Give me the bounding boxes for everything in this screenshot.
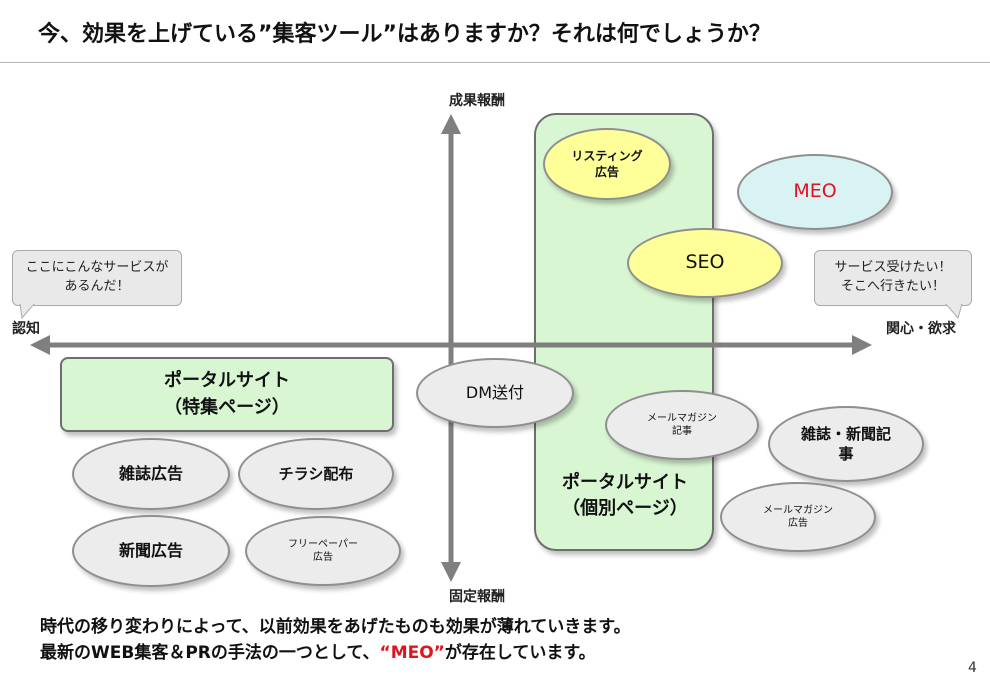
footer-line-2: 最新のWEB集客＆PRの手法の一つとして、“MEO”が存在しています。 <box>40 640 940 666</box>
footer-line-2-pre: 最新のWEB集客＆PRの手法の一つとして、 <box>40 643 380 664</box>
axis-label-right: 関心・欲求 <box>886 321 956 337</box>
magazine-ad-node: 雑誌広告 <box>72 438 230 510</box>
footer-text: 時代の移り変わりによって、以前効果をあげたものも効果が薄れていきます。 最新のW… <box>40 614 940 667</box>
speech-tail-left-icon <box>19 304 35 320</box>
speech-bubble-awareness: ここにこんなサービスが あるんだ！ <box>12 250 182 306</box>
flyer-node: チラシ配布 <box>238 438 394 510</box>
mail-magazine-article-node: メールマガジン 記事 <box>605 390 759 460</box>
portal-feature-box: ポータルサイト （特集ページ） <box>60 357 394 432</box>
footer-line-1: 時代の移り変わりによって、以前効果をあげたものも効果が薄れていきます。 <box>40 617 631 637</box>
arrow-right-icon <box>852 335 872 355</box>
footer-line-2-post: が存在しています。 <box>444 643 596 664</box>
arrow-up-icon <box>441 114 461 134</box>
page-title: 今、効果を上げている”集客ツール”はありますか？それは何でしょうか？ <box>38 22 771 47</box>
speech-bubble-desire: サービス受けたい！ そこへ行きたい！ <box>814 250 972 306</box>
mail-magazine-ad-node: メールマガジン 広告 <box>720 482 876 552</box>
dm-node: DM送付 <box>416 358 574 428</box>
free-paper-ad-node: フリーペーパー 広告 <box>245 516 401 586</box>
meo-node: MEO <box>737 154 893 230</box>
newspaper-ad-node: 新聞広告 <box>72 515 230 587</box>
title-divider <box>0 62 990 63</box>
seo-node: SEO <box>627 228 783 298</box>
arrow-left-icon <box>30 335 50 355</box>
axis-label-top: 成果報酬 <box>449 93 505 109</box>
arrow-down-icon <box>441 562 461 582</box>
magazine-newspaper-article-node: 雑誌・新聞記 事 <box>768 406 924 482</box>
listing-ad-node: リスティング 広告 <box>543 128 671 200</box>
axis-label-bottom: 固定報酬 <box>449 589 505 605</box>
axis-label-left: 認知 <box>12 321 40 337</box>
footer-highlight-meo: “MEO” <box>379 643 445 664</box>
page-number: 4 <box>968 660 977 676</box>
portal-individual-label: ポータルサイト （個別ページ） <box>562 472 688 520</box>
speech-tail-right-icon <box>945 304 963 320</box>
